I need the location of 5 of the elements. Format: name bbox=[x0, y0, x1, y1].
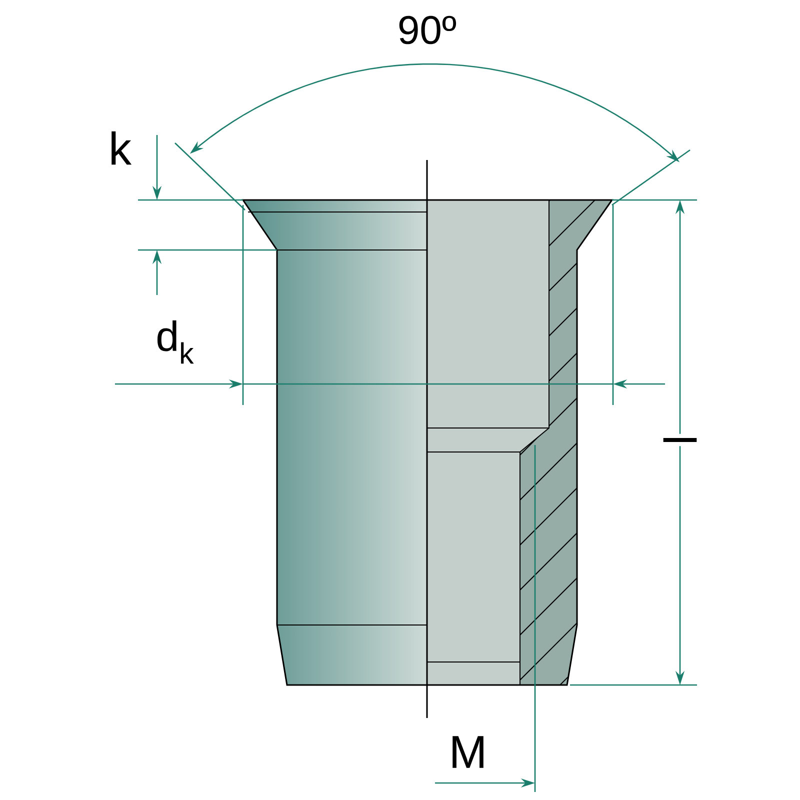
dimension-label: l bbox=[662, 434, 698, 446]
dimension-label: k bbox=[112, 131, 132, 165]
dimension-label: d$_{k}$ bbox=[157, 320, 194, 364]
dimension-label: M bbox=[452, 736, 484, 768]
dimension-label: 90º bbox=[399, 16, 456, 44]
